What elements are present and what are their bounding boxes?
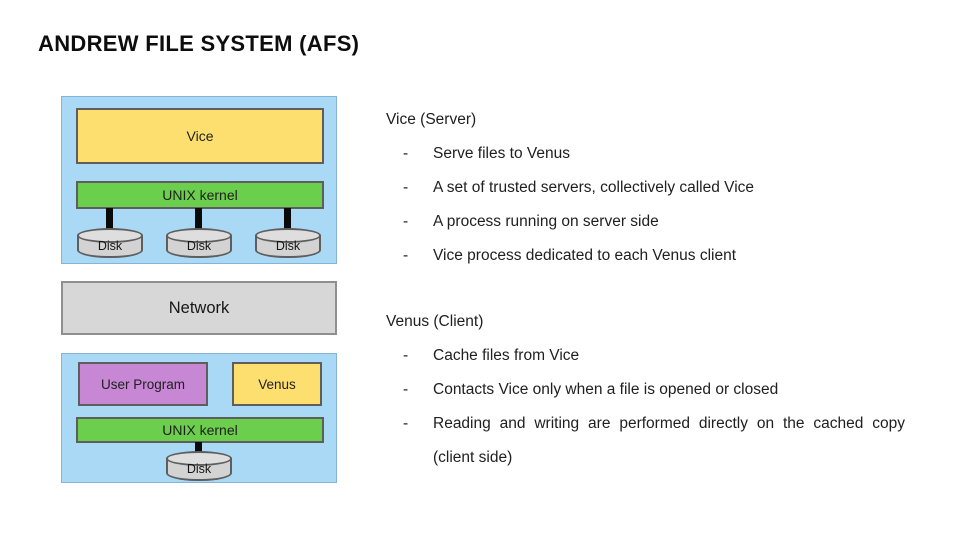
vice-server-section: Vice (Server) - Serve files to Venus - A…	[386, 103, 905, 273]
page-title: ANDREW FILE SYSTEM (AFS)	[38, 31, 360, 56]
bullet-dash: -	[403, 145, 409, 162]
network-box: Network	[61, 281, 337, 335]
disk-connector-line	[106, 208, 113, 232]
disk-top-ellipse	[166, 451, 232, 466]
bullet-item: - Reading and writing are performed dire…	[386, 407, 905, 475]
unix-kernel-server-label: UNIX kernel	[162, 187, 238, 203]
venus-client-heading: Venus (Client)	[386, 313, 484, 330]
disk-cylinder: Disk	[255, 228, 321, 260]
bullet-dash: -	[403, 381, 409, 398]
disk-cylinder: Disk	[77, 228, 143, 260]
disk-connector-line	[195, 208, 202, 232]
bullet-item: - Cache files from Vice	[386, 339, 905, 373]
bullet-text: Reading and writing are performed direct…	[433, 415, 905, 466]
vice-server-heading: Vice (Server)	[386, 111, 477, 128]
vice-box-label: Vice	[186, 128, 214, 144]
unix-kernel-server-box: UNIX kernel	[76, 181, 324, 209]
bullet-text: Vice process dedicated to each Venus cli…	[433, 247, 737, 264]
disk-cylinder: Disk	[166, 228, 232, 260]
disk-label: Disk	[97, 239, 123, 253]
user-program-box: User Program	[78, 362, 208, 406]
bullet-text: Cache files from Vice	[433, 347, 580, 364]
disk-label: Disk	[186, 239, 212, 253]
bullet-item: - A set of trusted servers, collectively…	[386, 171, 905, 205]
bullet-text: A set of trusted servers, collectively c…	[433, 179, 755, 196]
bullet-dash: -	[403, 213, 409, 230]
bullet-item: - Serve files to Venus	[386, 137, 905, 171]
network-label: Network	[168, 298, 230, 317]
bullet-item: - Contacts Vice only when a file is open…	[386, 373, 905, 407]
user-program-label: User Program	[100, 376, 186, 392]
bullet-item: - Vice process dedicated to each Venus c…	[386, 239, 905, 273]
bullet-dash: -	[403, 415, 409, 432]
disk-label: Disk	[186, 462, 212, 476]
vice-box: Vice	[76, 108, 324, 164]
bullet-text: Serve files to Venus	[433, 145, 570, 162]
disk-top-ellipse	[166, 228, 232, 243]
unix-kernel-client-box: UNIX kernel	[76, 417, 324, 443]
disk-top-ellipse	[77, 228, 143, 243]
client-machine-container: User Program Venus UNIX kernel Disk	[61, 353, 337, 483]
venus-box-label: Venus	[258, 376, 296, 392]
disk-top-ellipse	[255, 228, 321, 243]
venus-box: Venus	[232, 362, 322, 406]
server-machine-container: Vice UNIX kernel Disk Disk Disk	[61, 96, 337, 264]
disk-cylinder: Disk	[166, 451, 232, 483]
bullet-dash: -	[403, 347, 409, 364]
bullet-dash: -	[403, 247, 409, 264]
bullet-text: A process running on server side	[433, 213, 659, 230]
bullet-text: Contacts Vice only when a file is opened…	[433, 381, 779, 398]
venus-client-section: Venus (Client) - Cache files from Vice -…	[386, 305, 905, 475]
unix-kernel-client-label: UNIX kernel	[162, 422, 238, 438]
bullet-dash: -	[403, 179, 409, 196]
disk-connector-line	[284, 208, 291, 232]
disk-connector-line	[195, 442, 202, 455]
bullet-item: - A process running on server side	[386, 205, 905, 239]
disk-label: Disk	[275, 239, 301, 253]
